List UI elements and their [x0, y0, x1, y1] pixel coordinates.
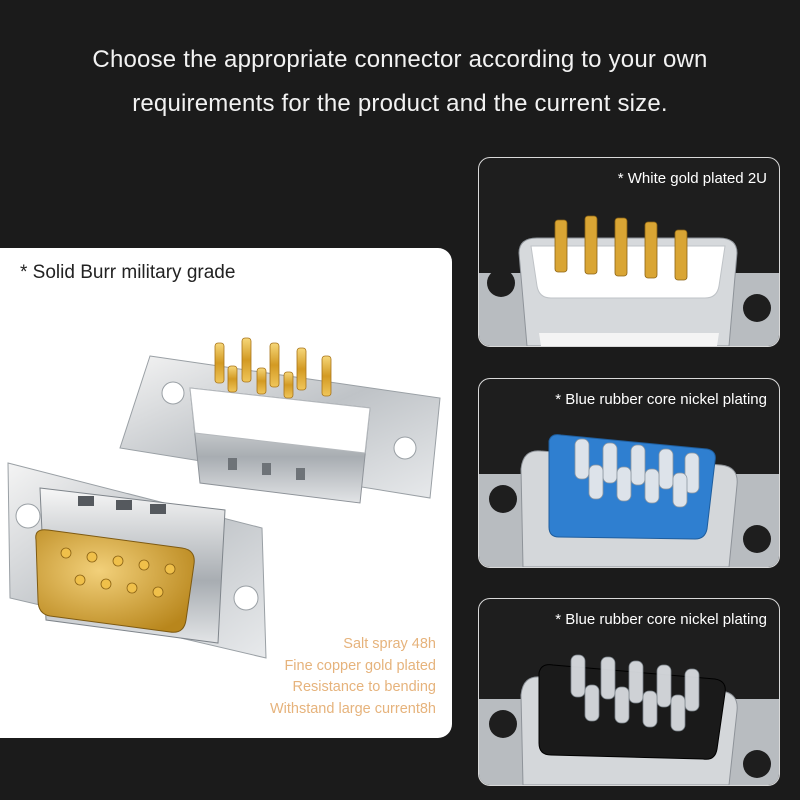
feature-list: Salt spray 48h Fine copper gold plated R…: [270, 634, 436, 720]
blue-nickel-connector-image: [479, 434, 779, 567]
rear-connector: [119, 337, 441, 504]
feature-item: Fine copper gold plated: [284, 657, 436, 674]
variant-label: * Blue rubber core nickel plating: [555, 611, 767, 628]
feature-item: Resistance to bending: [292, 679, 437, 695]
main-card-label: * Solid Burr military grade: [20, 262, 236, 283]
feature-item: Salt spray 48h: [343, 636, 436, 652]
main-product-card: * Solid Burr military grade: [0, 248, 452, 738]
headline: Choose the appropriate connector accordi…: [0, 38, 800, 126]
variant-card-blue-nickel: * Blue rubber core nickel plating: [478, 378, 780, 568]
variant-label: * Blue rubber core nickel plating: [555, 391, 767, 408]
variant-label: * White gold plated 2U: [617, 170, 767, 187]
white-gold-connector-image: [479, 215, 779, 346]
headline-line-2: requirements for the product and the cur…: [132, 90, 668, 117]
headline-line-1: Choose the appropriate connector accordi…: [92, 46, 708, 73]
variant-card-black-nickel: * Blue rubber core nickel plating: [478, 598, 780, 786]
black-nickel-connector-image: [479, 654, 779, 785]
feature-item: Withstand large current8h: [269, 700, 436, 717]
variant-card-white-gold: * White gold plated 2U: [478, 157, 780, 347]
connector-pair-illustration: [7, 337, 441, 659]
front-connector: [7, 462, 267, 659]
